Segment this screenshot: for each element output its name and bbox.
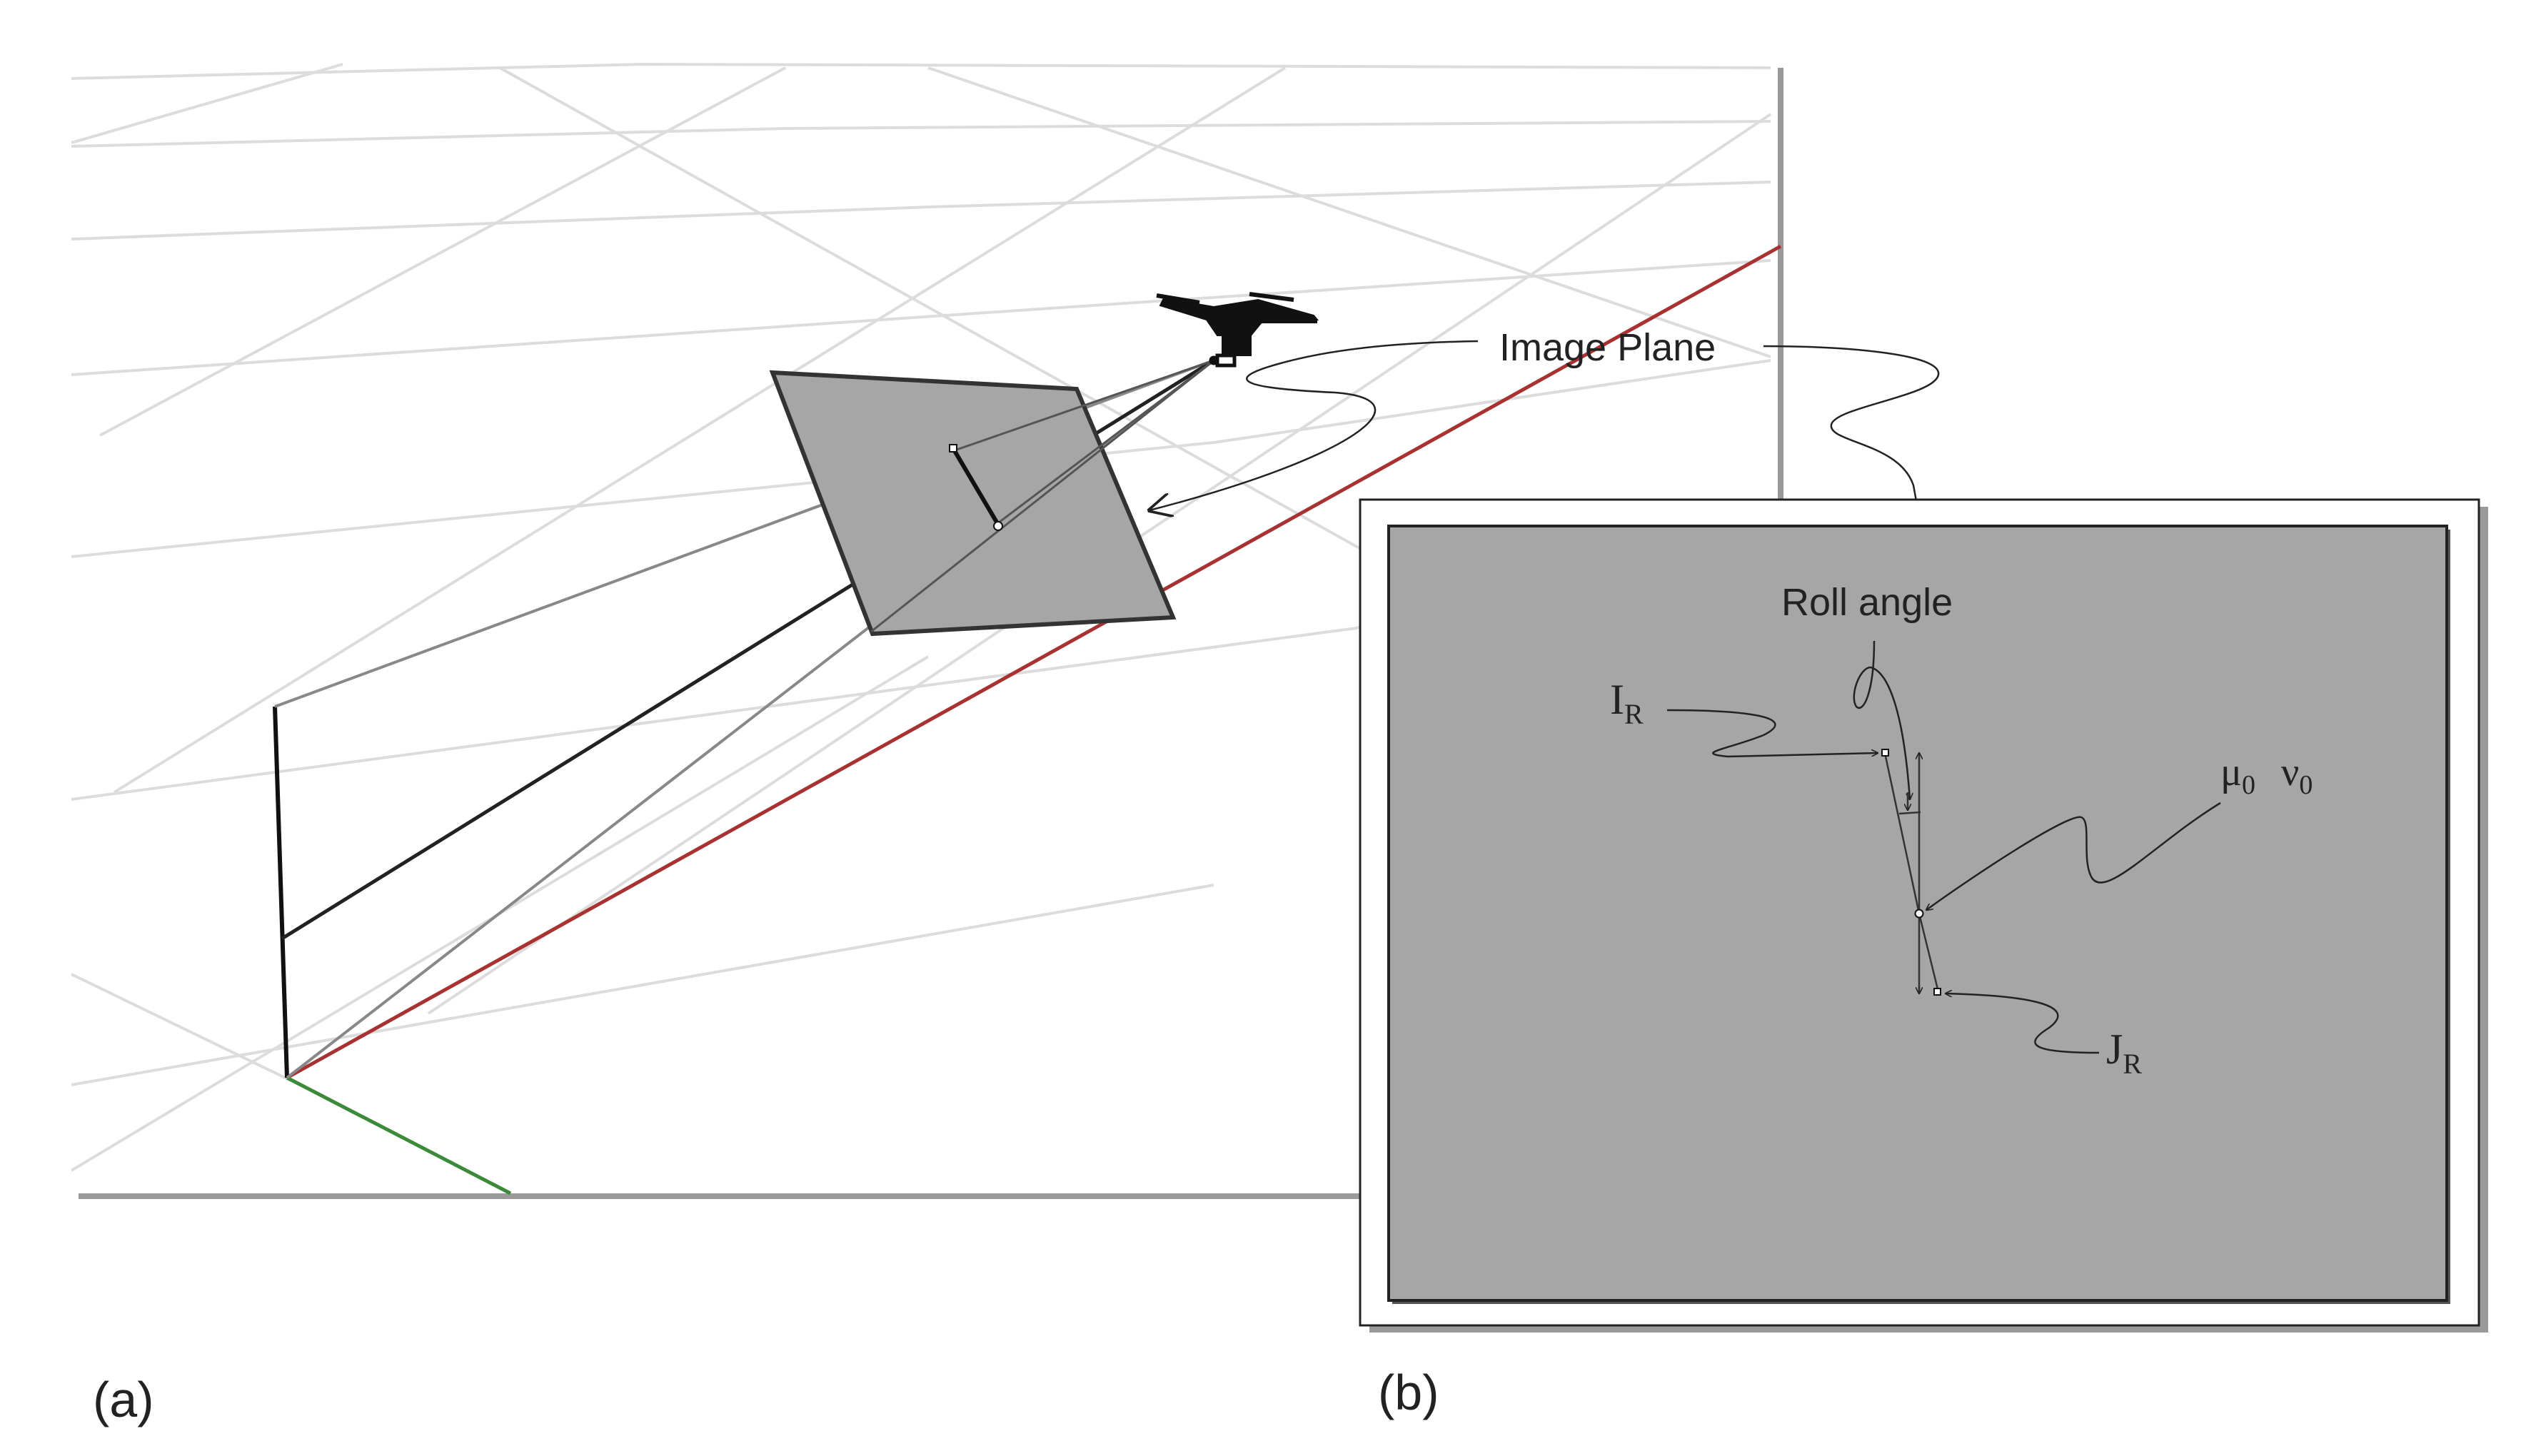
caption-a: (a) (93, 1372, 154, 1427)
roll-angle-geometry (1883, 753, 1940, 994)
roll-angle-leader (1853, 640, 1910, 799)
panel-a: Image Plane (a) (70, 62, 1940, 1427)
ir-leader (1666, 709, 1878, 758)
principal-point-leader (1926, 802, 2221, 910)
image-plane-leader-left (1149, 340, 1479, 510)
ir-point (1881, 749, 1889, 757)
image-plane-leader-right (1763, 345, 1940, 525)
image-plane-3d (769, 370, 1177, 637)
plane-rays-overlay (870, 359, 1214, 633)
caption-b: (b) (1378, 1365, 1439, 1420)
jr-label: JR (2106, 1026, 2142, 1080)
axis-x-red (286, 244, 1782, 1080)
plane-roll-segment (949, 444, 1003, 531)
axis-z-black (273, 706, 289, 1078)
image-plane-label: Image Plane (1499, 326, 1716, 369)
ir-label: IR (1610, 676, 1644, 730)
jr-point (1933, 988, 1941, 996)
principal-point (1914, 909, 1924, 919)
axis-y-green (286, 1076, 512, 1195)
roll-angle-label: Roll angle (1781, 581, 1953, 624)
jr-leader (1946, 994, 2100, 1054)
drone-icon (1156, 292, 1319, 368)
